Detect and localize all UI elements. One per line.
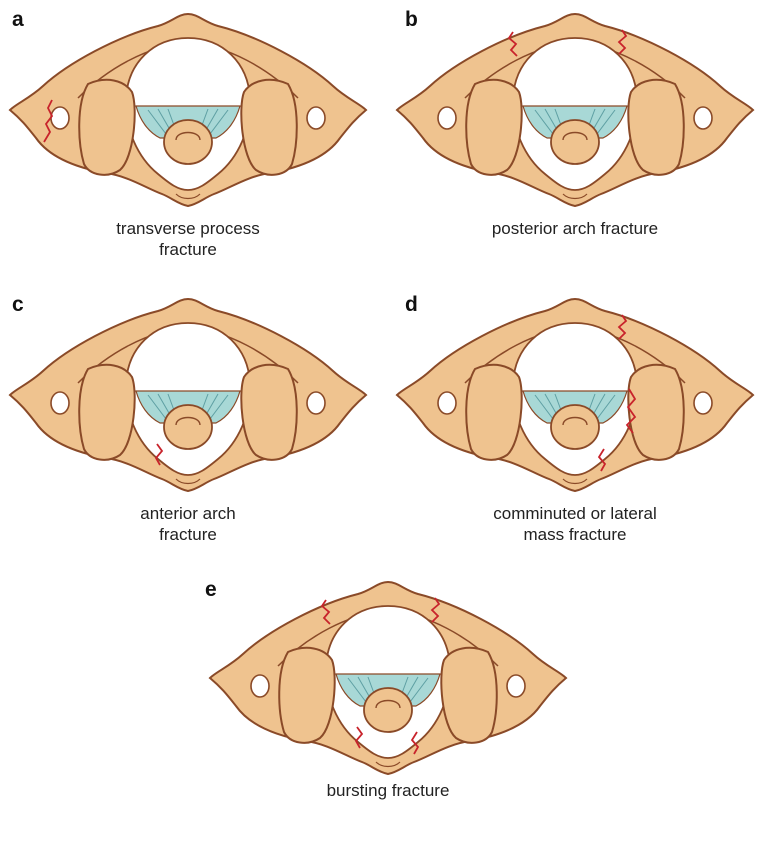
atlas-vertebra: [210, 582, 566, 774]
transverse-foramen-right: [307, 107, 325, 129]
atlas-vertebra: [10, 299, 366, 491]
panel-caption: transverse process fracture: [8, 218, 368, 260]
dens: [164, 120, 212, 164]
atlas-vertebra: [10, 14, 366, 206]
lateral-mass-left: [466, 80, 521, 175]
transverse-foramen-right: [507, 675, 525, 697]
dens: [551, 405, 599, 449]
lateral-mass-right: [241, 365, 296, 460]
vertebra-illustration: [395, 293, 755, 493]
vertebra-illustration: [395, 8, 755, 208]
vertebra-illustration: [8, 8, 368, 208]
transverse-foramen-right: [307, 392, 325, 414]
dens: [364, 688, 412, 732]
dens: [164, 405, 212, 449]
panel-caption: anterior arch fracture: [8, 503, 368, 545]
transverse-foramen-left: [51, 107, 69, 129]
transverse-foramen-left: [438, 107, 456, 129]
lateral-mass-left: [466, 365, 521, 460]
transverse-foramen-right: [694, 392, 712, 414]
transverse-foramen-left: [51, 392, 69, 414]
lateral-mass-right: [241, 80, 296, 175]
panel-caption: bursting fracture: [208, 780, 568, 801]
transverse-foramen-left: [438, 392, 456, 414]
panel-caption: comminuted or lateral mass fracture: [395, 503, 755, 545]
lateral-mass-right: [628, 80, 683, 175]
panel-caption: posterior arch fracture: [395, 218, 755, 239]
atlas-vertebra: [397, 14, 753, 206]
transverse-foramen-right: [694, 107, 712, 129]
lateral-mass-left: [79, 365, 134, 460]
dens: [551, 120, 599, 164]
transverse-foramen-left: [251, 675, 269, 697]
vertebra-illustration: [208, 576, 568, 776]
lateral-mass-right: [628, 365, 683, 460]
lateral-mass-left: [79, 80, 134, 175]
lateral-mass-left: [279, 648, 334, 743]
atlas-vertebra: [397, 299, 753, 491]
vertebra-illustration: [8, 293, 368, 493]
lateral-mass-right: [441, 648, 496, 743]
